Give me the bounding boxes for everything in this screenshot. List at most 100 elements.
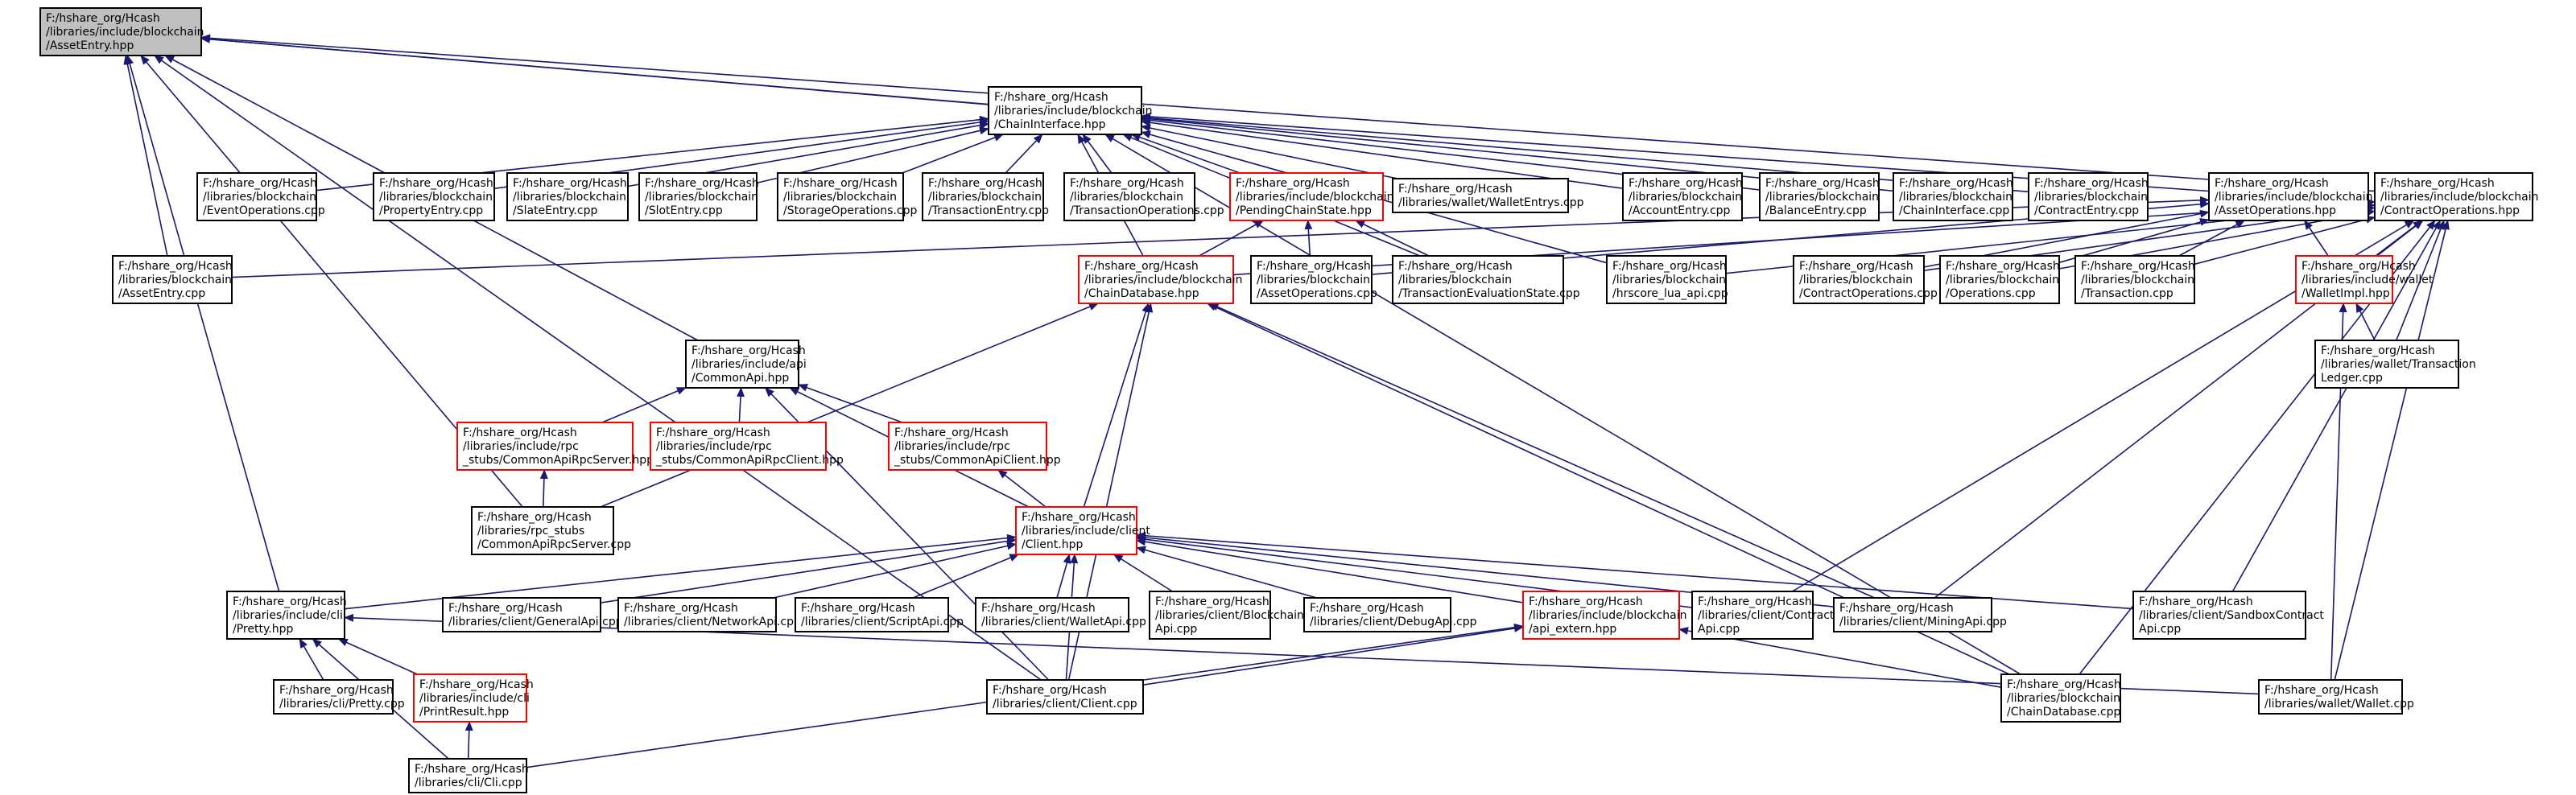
- node-label-line: F:/hshare_org/Hcash: [118, 260, 233, 273]
- node-label-line: /libraries/client/SandboxContract: [2139, 609, 2324, 622]
- node-transactionoperations_cpp[interactable]: F:/hshare_org/Hcash/libraries/blockchain…: [1063, 172, 1224, 221]
- node-cli_cpp[interactable]: F:/hshare_org/Hcash/libraries/cli/Cli.cp…: [408, 758, 529, 793]
- node-transactionledger_cpp[interactable]: F:/hshare_org/Hcash/libraries/wallet/Tra…: [2314, 340, 2476, 389]
- node-box: [1078, 255, 1234, 304]
- node-pretty_cpp[interactable]: F:/hshare_org/Hcash/libraries/cli/Pretty…: [273, 679, 405, 715]
- node-chaindatabase_hpp[interactable]: F:/hshare_org/Hcash/libraries/include/bl…: [1078, 255, 1243, 304]
- node-box: [1522, 591, 1680, 640]
- node-label-line: F:/hshare_org/Hcash: [1839, 602, 1954, 615]
- node-assetoperations_hpp[interactable]: F:/hshare_org/Hcash/libraries/include/bl…: [2208, 172, 2373, 221]
- node-contractentry_cpp[interactable]: F:/hshare_org/Hcash/libraries/blockchain…: [2028, 172, 2149, 221]
- node-walletentrys_cpp[interactable]: F:/hshare_org/Hcash/libraries/wallet/Wal…: [1392, 178, 1584, 213]
- node-contractapi_cpp[interactable]: F:/hshare_org/Hcash/libraries/client/Con…: [1691, 591, 1835, 640]
- node-label-line: _stubs/CommonApiRpcClient.hpp: [655, 454, 844, 467]
- node-contractoperations_hpp[interactable]: F:/hshare_org/Hcash/libraries/include/bl…: [2374, 172, 2539, 221]
- edge-debugapi_cpp-to-client_hpp: [1136, 546, 1318, 599]
- node-label-line: /libraries/client/Blockchain: [1155, 609, 1304, 622]
- node-generalapi_cpp[interactable]: F:/hshare_org/Hcash/libraries/client/Gen…: [442, 597, 623, 632]
- node-label-line: /libraries/blockchain: [1629, 191, 1742, 204]
- edge-api_extern_hpp-to-client_hpp: [1136, 538, 1524, 603]
- node-eventoperations_cpp[interactable]: F:/hshare_org/Hcash/libraries/blockchain…: [196, 172, 325, 221]
- node-chaindatabase_cpp[interactable]: F:/hshare_org/Hcash/libraries/blockchain…: [2000, 673, 2121, 723]
- node-assetoperations_cpp[interactable]: F:/hshare_org/Hcash/libraries/blockchain…: [1250, 255, 1377, 304]
- node-label-line: /libraries/client/NetworkApi.cpp: [624, 616, 801, 628]
- node-operations_cpp[interactable]: F:/hshare_org/Hcash/libraries/blockchain…: [1939, 255, 2060, 304]
- node-label-line: Api.cpp: [2139, 623, 2181, 636]
- node-transaction_cpp[interactable]: F:/hshare_org/Hcash/libraries/blockchain…: [2074, 255, 2195, 304]
- node-slateentry_cpp[interactable]: F:/hshare_org/Hcash/libraries/blockchain…: [506, 172, 629, 221]
- node-printresult_hpp[interactable]: F:/hshare_org/Hcash/libraries/include/cl…: [413, 673, 534, 723]
- node-contractoperations_cpp[interactable]: F:/hshare_org/Hcash/libraries/blockchain…: [1793, 255, 1938, 304]
- node-box: [1691, 591, 1814, 640]
- node-accountentry_cpp[interactable]: F:/hshare_org/Hcash/libraries/blockchain…: [1622, 172, 1743, 221]
- node-transactionentry_cpp[interactable]: F:/hshare_org/Hcash/libraries/blockchain…: [922, 172, 1049, 221]
- node-walletapi_cpp[interactable]: F:/hshare_org/Hcash/libraries/client/Wal…: [975, 597, 1146, 632]
- node-box: [795, 597, 949, 632]
- node-pretty_hpp[interactable]: F:/hshare_org/Hcash/libraries/include/cl…: [226, 591, 347, 640]
- node-propertyentry_cpp[interactable]: F:/hshare_org/Hcash/libraries/blockchain…: [373, 172, 495, 221]
- node-label-line: F:/hshare_org/Hcash: [691, 344, 806, 357]
- node-label-line: /PrintResult.hpp: [419, 706, 509, 719]
- node-assetentry_cpp[interactable]: F:/hshare_org/Hcash/libraries/blockchain…: [112, 255, 233, 304]
- node-label-line: F:/hshare_org/Hcash: [645, 177, 759, 190]
- node-label-line: /libraries/client/ScriptApi.cpp: [801, 616, 964, 628]
- edge-sandboxcontractapi_cpp-to-contractoperations_hpp: [2231, 220, 2442, 592]
- node-commonapirpcclient_hpp[interactable]: F:/hshare_org/Hcash/libraries/include/rp…: [650, 422, 844, 471]
- node-label-line: /libraries/include/client: [1022, 525, 1150, 538]
- node-label-line: F:/hshare_org/Hcash: [415, 763, 529, 776]
- node-label-line: /libraries/blockchain: [1257, 274, 1370, 286]
- node-networkapi_cpp[interactable]: F:/hshare_org/Hcash/libraries/client/Net…: [617, 597, 801, 632]
- edge-commonapirpcserver_hpp-to-commonapi_hpp: [601, 386, 687, 423]
- node-box: [1015, 506, 1137, 555]
- node-label-line: /TransactionOperations.cpp: [1070, 204, 1224, 217]
- node-box: [2314, 340, 2459, 389]
- node-pendingchainstate_hpp[interactable]: F:/hshare_org/Hcash/libraries/include/bl…: [1229, 172, 1394, 221]
- node-label-line: /libraries/include/cli: [419, 692, 530, 705]
- node-walletimpl_hpp[interactable]: F:/hshare_org/Hcash/libraries/include/wa…: [2295, 255, 2434, 304]
- node-label-line: /CommonApiRpcServer.cpp: [477, 538, 631, 551]
- node-box: [413, 673, 527, 723]
- node-hrscore_lua_api_cpp[interactable]: F:/hshare_org/Hcash/libraries/blockchain…: [1606, 255, 1728, 304]
- node-storageoperations_cpp[interactable]: F:/hshare_org/Hcash/libraries/blockchain…: [777, 172, 917, 221]
- node-label-line: /PropertyEntry.cpp: [379, 204, 483, 217]
- node-chaininterface_hpp[interactable]: F:/hshare_org/Hcash/libraries/include/bl…: [988, 86, 1153, 135]
- node-wallet_cpp[interactable]: F:/hshare_org/Hcash/libraries/wallet/Wal…: [2258, 679, 2414, 715]
- node-client_hpp[interactable]: F:/hshare_org/Hcash/libraries/include/cl…: [1015, 506, 1150, 555]
- node-commonapirpcserver_hpp[interactable]: F:/hshare_org/Hcash/libraries/include/rp…: [456, 422, 654, 471]
- node-slotentry_cpp[interactable]: F:/hshare_org/Hcash/libraries/blockchain…: [638, 172, 759, 221]
- node-scriptapi_cpp[interactable]: F:/hshare_org/Hcash/libraries/client/Scr…: [795, 597, 964, 632]
- edge-client_cpp-to-api_extern_hpp: [1142, 624, 1524, 686]
- node-label-line: /libraries/blockchain: [1398, 274, 1512, 286]
- node-chaininterface_cpp[interactable]: F:/hshare_org/Hcash/libraries/blockchain…: [1893, 172, 2013, 221]
- node-miningapi_cpp[interactable]: F:/hshare_org/Hcash/libraries/client/Min…: [1833, 597, 2007, 632]
- node-commonapirpcserver_cpp[interactable]: F:/hshare_org/Hcash/libraries/rpc_stubs/…: [471, 506, 631, 555]
- node-box: [471, 506, 614, 555]
- node-label-line: /Transaction.cpp: [2081, 287, 2174, 300]
- node-api_extern_hpp[interactable]: F:/hshare_org/Hcash/libraries/include/bl…: [1522, 591, 1687, 640]
- edge-pretty_cpp-to-pretty_hpp: [299, 638, 324, 681]
- node-box: [1303, 597, 1451, 632]
- node-label-line: /ContractOperations.hpp: [2380, 204, 2520, 217]
- node-label-line: F:/hshare_org/Hcash: [46, 12, 160, 25]
- node-commonapiclient_hpp[interactable]: F:/hshare_org/Hcash/libraries/include/rp…: [888, 422, 1061, 471]
- node-label-line: /AssetOperations.cpp: [1257, 287, 1377, 300]
- node-debugapi_cpp[interactable]: F:/hshare_org/Hcash/libraries/client/Deb…: [1303, 597, 1477, 632]
- node-label-line: /libraries/include/blockchain: [994, 105, 1153, 117]
- node-label-line: /CommonApi.hpp: [691, 372, 789, 385]
- edge-commonapirpcserver_cpp-to-commonapirpcserver_hpp: [539, 469, 548, 508]
- node-label-line: /AssetOperations.hpp: [2215, 204, 2336, 217]
- edge-walletentrys_cpp-to-chaininterface_hpp: [1141, 124, 1398, 179]
- node-client_cpp[interactable]: F:/hshare_org/Hcash/libraries/client/Cli…: [986, 679, 1144, 715]
- node-label-line: /libraries/blockchain: [1899, 191, 2013, 204]
- node-label-line: /StorageOperations.cpp: [783, 204, 917, 217]
- node-commonapi_hpp[interactable]: F:/hshare_org/Hcash/libraries/include/ap…: [685, 340, 807, 389]
- edge-commonapirpcserver_cpp-to-chaindatabase_hpp: [600, 303, 1099, 508]
- node-box: [273, 679, 394, 715]
- node-label-line: /libraries/blockchain: [1612, 274, 1726, 286]
- node-label-line: F:/hshare_org/Hcash: [1310, 602, 1424, 615]
- node-transactionevaluationstate_cpp[interactable]: F:/hshare_org/Hcash/libraries/blockchain…: [1392, 255, 1580, 304]
- node-sandboxcontractapi_cpp[interactable]: F:/hshare_org/Hcash/libraries/client/San…: [2132, 591, 2324, 640]
- node-balanceentry_cpp[interactable]: F:/hshare_org/Hcash/libraries/blockchain…: [1759, 172, 1880, 221]
- node-blockchainapi_cpp[interactable]: F:/hshare_org/Hcash/libraries/client/Blo…: [1149, 591, 1304, 640]
